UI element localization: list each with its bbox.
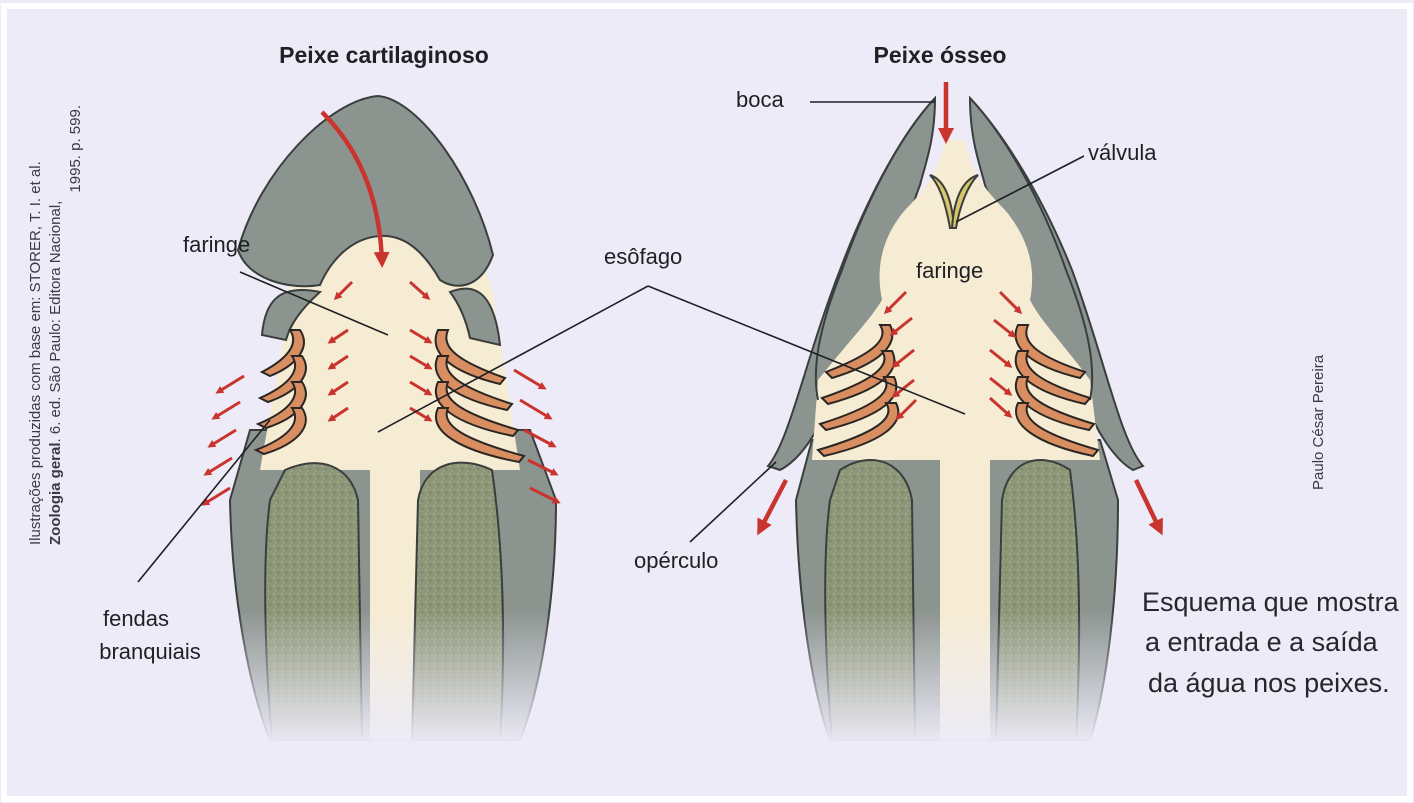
label-fendas-line2: branquiais (99, 639, 201, 664)
label-faringe-left: faringe (183, 232, 250, 257)
source-publisher: . 6. ed. São Paulo: Editora Nacional, (47, 201, 64, 443)
label-faringe-right: faringe (916, 258, 983, 283)
label-fendas-line1: fendas (103, 606, 169, 631)
source-line3: 1995. p. 599. (67, 105, 84, 193)
title-cartilaginous: Peixe cartilaginoso (279, 42, 489, 68)
caption-line3: da água nos peixes. (1148, 668, 1390, 698)
caption-line1: Esquema que mostra (1142, 587, 1400, 617)
left-bottom-fade (220, 610, 570, 745)
label-operculo: opérculo (634, 548, 718, 573)
title-bony: Peixe ósseo (874, 42, 1007, 68)
source-line2: Zoologia geral. 6. ed. São Paulo: Editor… (47, 201, 64, 545)
source-book-title: Zoologia geral (47, 442, 64, 545)
source-line1: Ilustrações produzidas com base em: STOR… (27, 161, 44, 545)
label-boca: boca (736, 87, 784, 112)
right-bottom-fade (790, 610, 1125, 745)
caption-line2: a entrada e a saída (1145, 627, 1379, 657)
illustrator-credit: Paulo César Pereira (1310, 354, 1327, 490)
label-esofago: esôfago (604, 244, 682, 269)
label-valvula: válvula (1088, 140, 1157, 165)
